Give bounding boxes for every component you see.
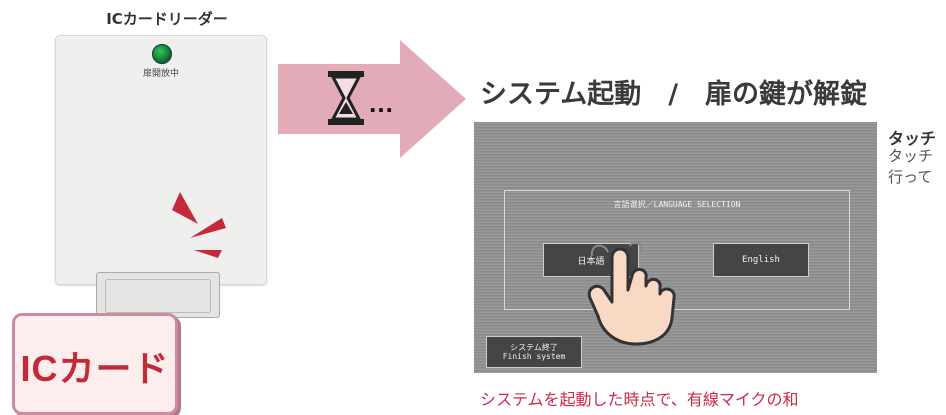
language-selection-title: 言語選択／LANGUAGE SELECTION bbox=[613, 200, 741, 209]
finish-system-label-en: Finish system bbox=[502, 352, 566, 361]
pointing-hand-icon bbox=[587, 241, 676, 346]
card-reading-pad bbox=[96, 272, 220, 318]
side-description-line: タッチ bbox=[888, 147, 934, 165]
card-reading-area bbox=[105, 279, 211, 313]
system-start-note: システムを起動した時点で、有線マイクの和 bbox=[480, 390, 799, 409]
language-selection-screen: 言語選択／LANGUAGE SELECTION 日本語 English システム… bbox=[474, 122, 877, 373]
ic-card-reader: 扉開放中 bbox=[55, 35, 267, 318]
english-button[interactable]: English bbox=[713, 243, 809, 277]
ic-card-label: ICカード bbox=[20, 348, 170, 389]
ic-card: ICカード bbox=[12, 313, 178, 415]
side-heading: タッチ bbox=[888, 129, 937, 148]
door-open-led bbox=[152, 44, 172, 64]
system-start-headline: システム起動 / 扉の鍵が解錠 bbox=[480, 79, 868, 110]
ic-card-reader-title: ICカードリーダー bbox=[106, 10, 228, 28]
side-description: タッチ 行って bbox=[888, 146, 933, 188]
hourglass-icon bbox=[328, 71, 364, 125]
side-description-line: 行って bbox=[888, 168, 933, 186]
finish-system-label-ja: システム終了 bbox=[510, 342, 558, 352]
tap-burst-icon bbox=[172, 192, 226, 258]
finish-system-button[interactable]: システム終了 Finish system bbox=[486, 336, 582, 368]
door-open-label: 扉開放中 bbox=[142, 69, 179, 79]
waiting-dots: … bbox=[368, 88, 394, 118]
flow-arrow-icon bbox=[278, 40, 466, 158]
